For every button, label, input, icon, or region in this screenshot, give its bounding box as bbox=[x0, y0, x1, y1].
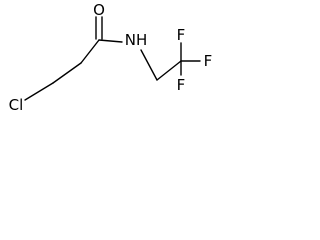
bond-n-c4 bbox=[140, 49, 158, 81]
bond-cl-c1 bbox=[24, 82, 54, 101]
oxygen-atom-label: O bbox=[93, 1, 105, 19]
fluorine-atom-label-right: F bbox=[204, 52, 213, 70]
bond-c3-n bbox=[98, 39, 123, 43]
chemical-structure: O NH Cl F F F bbox=[9, 1, 213, 114]
fluorine-atom-label-bottom: F bbox=[177, 76, 186, 94]
bond-c4-c5 bbox=[156, 60, 182, 81]
bond-c1-c2 bbox=[52, 62, 82, 84]
fluorine-atom-label-top: F bbox=[177, 26, 186, 44]
bond-c2-c3 bbox=[80, 39, 100, 64]
chlorine-atom-label: Cl bbox=[9, 96, 24, 114]
nitrogen-atom-label: NH bbox=[125, 31, 148, 49]
